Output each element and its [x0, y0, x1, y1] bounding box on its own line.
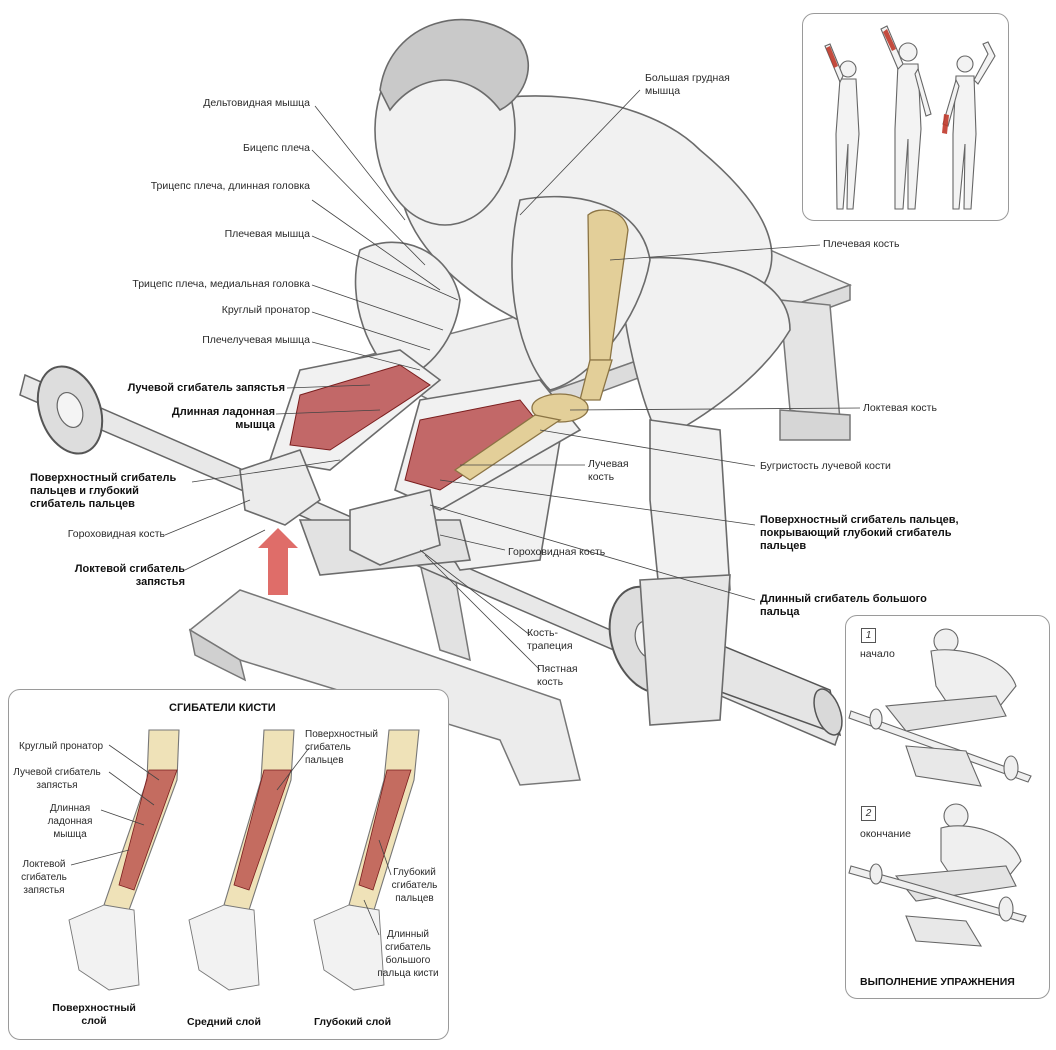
step-2-label: окончание	[860, 828, 912, 840]
inset-body-figures	[802, 13, 1009, 221]
inset-exercise-steps: 1 начало 2 окончание ВЫПОЛНЕНИЕ УПРАЖНЕН…	[845, 615, 1050, 999]
label-deltoid: Дельтовидная мышца	[203, 97, 310, 109]
inset-label-flexor-carpi-ulnaris: Локтевой сгибатель запястья	[21, 859, 67, 896]
inset-label-flexor-digitorum-superficialis: Поверхностный сгибатель пальцев	[305, 729, 378, 766]
forearm-layers-drawing	[68, 729, 420, 991]
inset-label-flexor-carpi-radialis: Лучевой сгибатель запястья	[13, 767, 101, 791]
label-pisiform-right: Гороховидная кость	[508, 546, 606, 558]
label-metacarpal: Пястная кость	[537, 663, 578, 688]
label-radius: Лучевая кость	[588, 458, 629, 483]
step-1-label: начало	[860, 648, 895, 660]
label-pronator-teres: Круглый пронатор	[221, 304, 310, 316]
layer-superficial: Поверхностный слой	[52, 1002, 136, 1027]
label-humerus: Плечевая кость	[823, 238, 900, 250]
up-arrow	[258, 528, 298, 595]
label-flexor-digitorum-superficialis: Поверхностный сгибатель пальцев, покрыва…	[760, 514, 959, 552]
exercise-steps-drawing	[848, 628, 1032, 947]
step-1-number: 1	[861, 628, 876, 643]
exercise-caption: ВЫПОЛНЕНИЕ УПРАЖНЕНИЯ	[860, 976, 1015, 988]
label-flexor-digitorum: Поверхностный сгибатель пальцев и глубок…	[30, 472, 177, 510]
label-brachialis: Плечевая мышца	[224, 228, 310, 240]
inset-label-pronator-teres: Круглый пронатор	[19, 741, 104, 752]
label-palmaris-longus: Длинная ладонная мышца	[171, 406, 275, 431]
label-brachioradialis: Плечелучевая мышца	[202, 334, 310, 346]
arm-bones	[453, 209, 629, 481]
label-pectoralis-major: Большая грудная мышца	[645, 72, 730, 97]
body-figures-drawing	[824, 25, 996, 210]
label-flexor-carpi-radialis: Лучевой сгибатель запястья	[127, 382, 285, 394]
inset-label-flexor-digitorum-profundus: Глубокий сгибатель пальцев	[391, 867, 438, 904]
label-triceps-medial-head: Трицепс плеча, медиальная головка	[132, 278, 310, 290]
label-pisiform-left: Гороховидная кость	[67, 528, 165, 540]
label-radial-tuberosity: Бугристость лучевой кости	[760, 460, 891, 472]
inset-label-palmaris-longus: Длинная ладонная мышца	[47, 803, 93, 840]
layer-middle: Средний слой	[187, 1016, 261, 1028]
label-ulna: Локтевая кость	[863, 402, 937, 414]
label-trapezium: Кость-трапеция	[527, 627, 573, 652]
inset-forearm-flexors: СГИБАТЕЛИ КИСТИ	[8, 689, 449, 1040]
flexors-title: СГИБАТЕЛИ КИСТИ	[169, 702, 276, 714]
step-2-number: 2	[861, 806, 876, 821]
layer-deep: Глубокий слой	[314, 1016, 392, 1028]
label-flexor-carpi-ulnaris: Локтевой сгибатель запястья	[74, 563, 185, 588]
label-flexor-pollicis-longus: Длинный сгибатель большого пальца	[760, 593, 927, 618]
label-triceps-long-head: Трицепс плеча, длинная головка	[150, 180, 310, 192]
leader-lines	[164, 89, 861, 671]
label-biceps: Бицепс плеча	[243, 142, 310, 154]
inset-label-flexor-pollicis-longus: Длинный сгибатель большого пальца кисти	[377, 929, 439, 979]
